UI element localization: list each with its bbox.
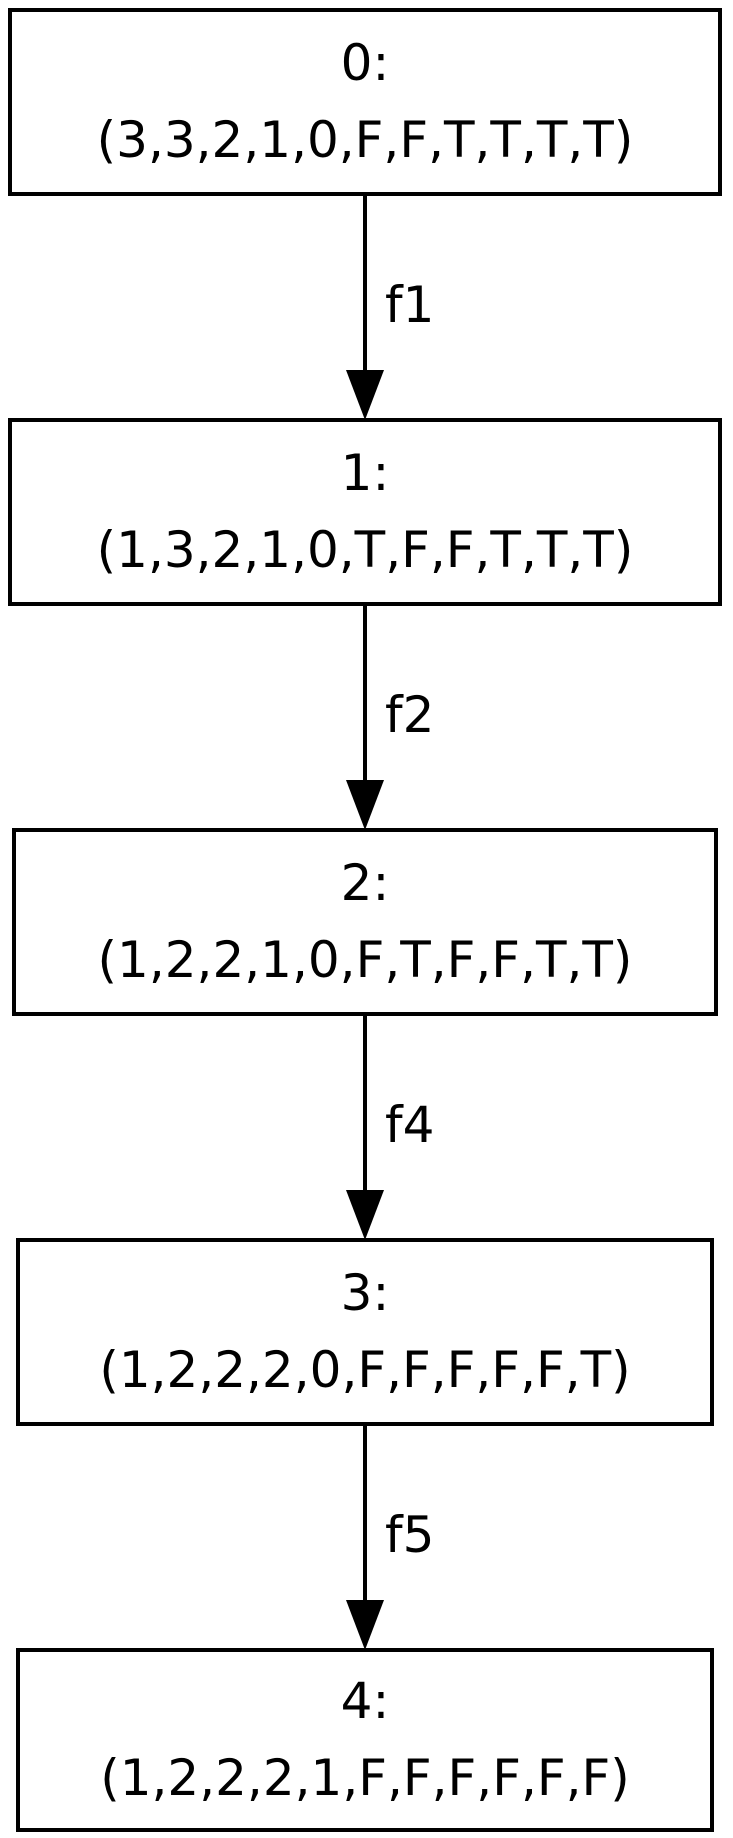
state-node-4-id: 4: (341, 1672, 390, 1730)
transition-edge-f4-label: f4 (385, 1096, 434, 1154)
transition-edge-f5: f5 (346, 1424, 434, 1650)
state-node-0-box (8, 8, 722, 196)
state-node-1-id: 1: (341, 444, 390, 502)
state-node-2: 2: (1,2,2,1,0,F,T,F,F,T,T) (12, 828, 718, 1016)
state-node-0-id: 0: (341, 34, 390, 92)
transition-edge-f4-arrowhead (346, 1190, 384, 1240)
state-node-0-state: (3,3,2,1,0,F,F,T,T,T,T) (97, 111, 634, 169)
transition-edge-f2-arrowhead (346, 780, 384, 830)
transition-edge-f5-label: f5 (385, 1506, 434, 1564)
transition-edge-f1-label: f1 (385, 276, 434, 334)
state-node-2-id: 2: (341, 854, 390, 912)
state-node-4-state: (1,2,2,2,1,F,F,F,F,F,F) (100, 1749, 630, 1807)
state-node-3-id: 3: (341, 1264, 390, 1322)
transition-edge-f1-arrowhead (346, 370, 384, 420)
state-node-1-box (8, 418, 722, 606)
state-node-0: 0: (3,3,2,1,0,F,F,T,T,T,T) (8, 8, 722, 196)
transition-edge-f2: f2 (346, 604, 434, 830)
transition-edge-f2-label: f2 (385, 686, 434, 744)
transition-edge-f5-arrowhead (346, 1600, 384, 1650)
state-node-4-box (16, 1648, 714, 1832)
state-node-2-box (12, 828, 718, 1016)
transition-edge-f1: f1 (346, 194, 434, 420)
transition-edge-f4: f4 (346, 1014, 434, 1240)
state-node-1: 1: (1,3,2,1,0,T,F,F,T,T,T) (8, 418, 722, 606)
state-node-3: 3: (1,2,2,2,0,F,F,F,F,F,T) (16, 1238, 714, 1426)
state-node-4: 4: (1,2,2,2,1,F,F,F,F,F,F) (16, 1648, 714, 1832)
state-node-3-state: (1,2,2,2,0,F,F,F,F,F,T) (99, 1341, 630, 1399)
state-node-2-state: (1,2,2,1,0,F,T,F,F,T,T) (98, 931, 633, 989)
state-node-1-state: (1,3,2,1,0,T,F,F,T,T,T) (97, 521, 634, 579)
